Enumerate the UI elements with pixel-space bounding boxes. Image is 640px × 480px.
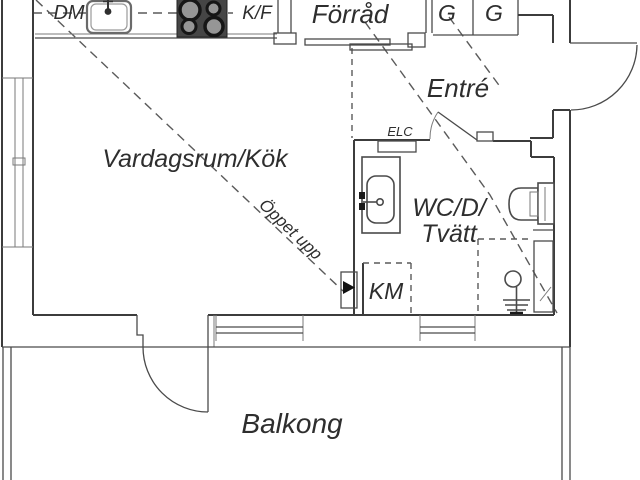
wardrobe-closets xyxy=(433,0,519,36)
left-exterior-wall xyxy=(1,0,34,347)
left-window xyxy=(12,78,26,247)
balcony-door xyxy=(142,346,209,413)
balcony-railing xyxy=(2,347,571,480)
label-washing-machine: KM xyxy=(369,278,404,304)
washbasin-icon xyxy=(359,156,401,234)
label-electrical: ELC xyxy=(387,124,413,139)
labels: DM K/F Förråd G G Entré ELC Vardagsrum/K… xyxy=(53,0,503,439)
label-bathroom-line1: WC/D/ xyxy=(412,194,489,222)
open-above-diagonal xyxy=(35,0,344,292)
toilet-icon xyxy=(508,182,555,225)
label-dishwasher: DM xyxy=(53,2,84,24)
entry-walls xyxy=(518,0,571,347)
label-wardrobe-2: G xyxy=(485,0,503,26)
kitchen-counter xyxy=(35,33,277,39)
label-entry: Entré xyxy=(427,73,489,103)
balcony-window-right xyxy=(419,315,476,341)
duct-shaft xyxy=(533,240,554,313)
entry-diagonal xyxy=(351,16,558,314)
arrow-icon xyxy=(340,271,358,309)
label-balcony: Balkong xyxy=(241,408,343,439)
wall-storage-wardrobe xyxy=(425,0,433,33)
electrical-cabinet xyxy=(377,140,417,153)
sink-icon xyxy=(85,0,133,35)
label-storage-room: Förråd xyxy=(312,0,390,29)
shower-icon xyxy=(503,270,530,315)
label-wardrobe-1: G xyxy=(438,0,456,26)
label-open-above: Öppet upp xyxy=(255,195,326,263)
washer-niche xyxy=(362,262,412,315)
balcony-window-left xyxy=(215,315,304,341)
stove-icon xyxy=(176,0,228,38)
label-fridge-freezer: K/F xyxy=(242,3,273,24)
shower-zone-dashed xyxy=(477,238,533,315)
wall-kitchen-storage xyxy=(273,0,297,45)
bottom-wall xyxy=(2,314,570,348)
entry-door xyxy=(570,42,638,111)
sliding-door xyxy=(304,32,426,51)
bathroom-door xyxy=(429,111,494,142)
label-living-room: Vardagsrum/Kök xyxy=(102,145,289,173)
label-bathroom-line2: Tvätt xyxy=(421,220,478,248)
